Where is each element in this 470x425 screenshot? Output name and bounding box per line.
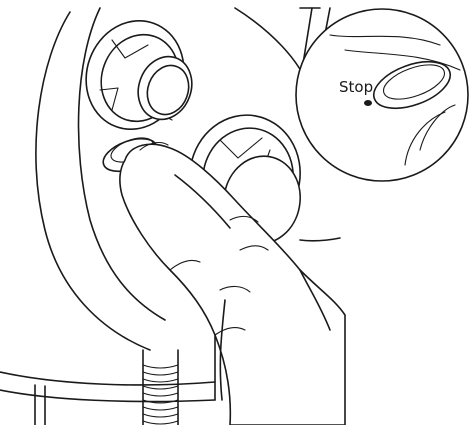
- upper-control-knob: [71, 7, 200, 143]
- stop-indicator-dot: [364, 100, 372, 106]
- stop-callout: Stop: [296, 9, 468, 181]
- stop-label: Stop: [339, 78, 373, 96]
- shower-hose: [143, 350, 178, 425]
